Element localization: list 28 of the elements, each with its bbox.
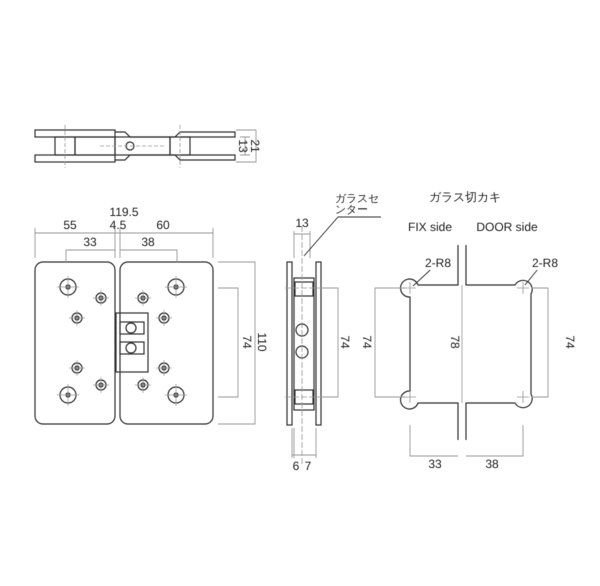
dimension-value: 6 (292, 460, 300, 472)
dimension-value: 38 (141, 236, 155, 248)
leader-label: ガラスセンター (335, 194, 381, 216)
dimension-value: 119.5 (109, 206, 139, 218)
dimension-value: 38 (485, 458, 499, 470)
leader-line (304, 216, 382, 256)
side-label: DOOR side (476, 221, 538, 233)
dimension-value: 21 (249, 139, 261, 153)
leader-line (524, 270, 538, 286)
radius-note: 2-R8 (532, 257, 558, 269)
dimension-value: 55 (63, 219, 77, 231)
dimension-value: 60 (156, 219, 170, 231)
dimension-value: 78 (449, 335, 461, 349)
dimension-value: 74 (339, 335, 351, 349)
dimension-value: 13 (237, 139, 249, 153)
radius-note: 2-R8 (425, 257, 451, 269)
side-label: FIX side (408, 221, 452, 233)
dimension-value: 110 (256, 332, 268, 352)
dimension-value: 13 (295, 217, 309, 229)
dimension-value: 33 (428, 458, 442, 470)
dimension-value: 7 (304, 460, 312, 472)
heading: ガラス切カキ (429, 191, 501, 203)
dimension-value: 4.5 (110, 219, 126, 231)
dimension-value: 74 (241, 335, 253, 349)
leader-line (412, 270, 431, 286)
dimension-value: 74 (564, 335, 576, 349)
dimension-value: 74 (361, 335, 373, 349)
dimension-value: 33 (83, 236, 97, 248)
